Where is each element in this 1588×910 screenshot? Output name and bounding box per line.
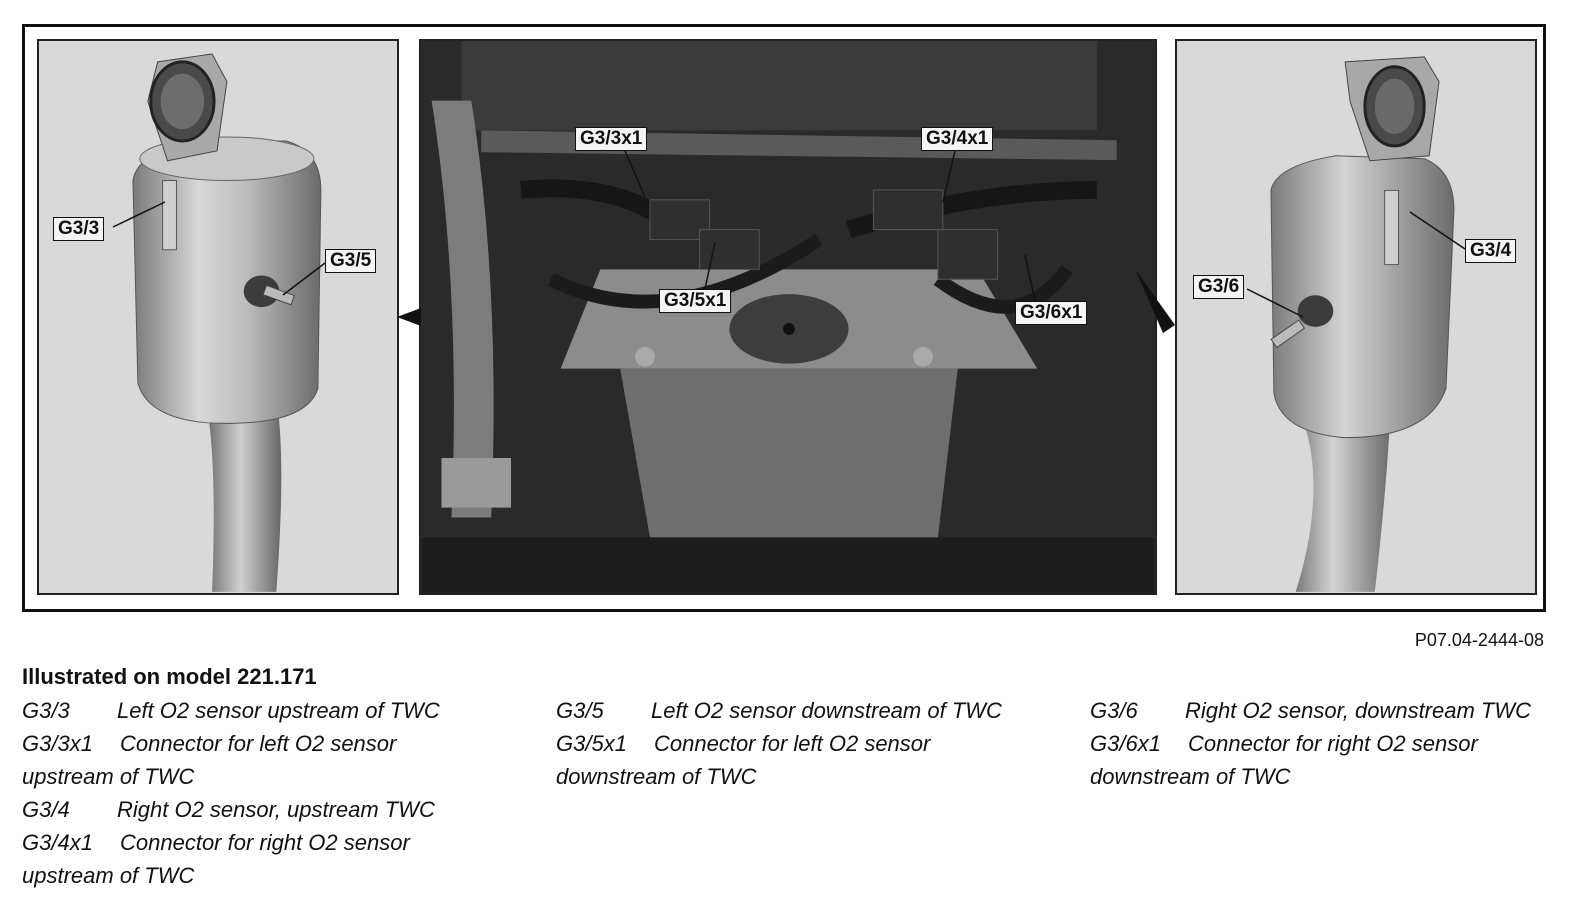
legend-code: G3/4 — [22, 797, 70, 822]
figure-reference: P07.04-2444-08 — [1414, 630, 1544, 650]
arrow-right-icon — [1135, 269, 1175, 333]
legend-code: G3/3x1 — [22, 731, 93, 756]
right-converter-drawing — [1270, 56, 1455, 592]
right-converter-image — [1175, 39, 1537, 595]
legend-text: Connector for right O2 sensor upstream o… — [22, 830, 410, 888]
callout-g3-5x1: G3/5x1 — [659, 289, 732, 313]
callout-g3-6: G3/6 — [1193, 275, 1245, 299]
legend-code: G3/6x1 — [1090, 731, 1161, 756]
callout-g3-4x1: G3/4x1 — [921, 127, 994, 151]
callout-g3-3: G3/3 — [53, 217, 105, 241]
legend-code: G3/4x1 — [22, 830, 93, 855]
callout-g3-5: G3/5 — [325, 249, 377, 273]
left-converter-image — [37, 39, 399, 595]
left-converter-drawing — [132, 53, 322, 592]
legend-text: Left O2 sensor downstream of TWC — [651, 698, 1002, 723]
callout-g3-4: G3/4 — [1465, 239, 1517, 263]
legend-text: Right O2 sensor, downstream TWC — [1185, 698, 1532, 723]
legend-code: G3/5x1 — [556, 731, 627, 756]
legend-code: G3/5 — [556, 698, 604, 723]
arrow-left-icon — [397, 308, 421, 326]
caption-title: Illustrated on model 221.171 — [22, 664, 317, 689]
legend-text: Left O2 sensor upstream of TWC — [117, 698, 440, 723]
legend-column-3: G3/6 Right O2 sensor, downstream TWC G3/6… — [1090, 694, 1550, 793]
legend-text: Connector for left O2 sensor downstream … — [556, 731, 931, 789]
legend-code: G3/3 — [22, 698, 70, 723]
legend-column-1: G3/3 Left O2 sensor upstream of TWC G3/3x… — [22, 694, 492, 892]
legend-code: G3/6 — [1090, 698, 1138, 723]
legend-item: G3/3 Left O2 sensor upstream of TWC — [22, 694, 492, 727]
legend-text: Right O2 sensor, upstream TWC — [117, 797, 435, 822]
legend-item: G3/6 Right O2 sensor, downstream TWC — [1090, 694, 1550, 727]
legend-item: G3/5 Left O2 sensor downstream of TWC — [556, 694, 1016, 727]
legend-text: Connector for left O2 sensor upstream of… — [22, 731, 397, 789]
callout-g3-3x1: G3/3x1 — [575, 127, 648, 151]
vehicle-underside-drawing — [421, 41, 1155, 593]
figure-frame: G3/3 G3/5 G3/3x1 G3/4x1 G3/5x1 G3/6x1 G3… — [22, 24, 1546, 612]
callout-g3-6x1: G3/6x1 — [1015, 301, 1088, 325]
legend-text: Connector for right O2 sensor downstream… — [1090, 731, 1478, 789]
legend-column-2: G3/5 Left O2 sensor downstream of TWC G3/… — [556, 694, 1016, 793]
legend-item: G3/4 Right O2 sensor, upstream TWC — [22, 793, 492, 826]
